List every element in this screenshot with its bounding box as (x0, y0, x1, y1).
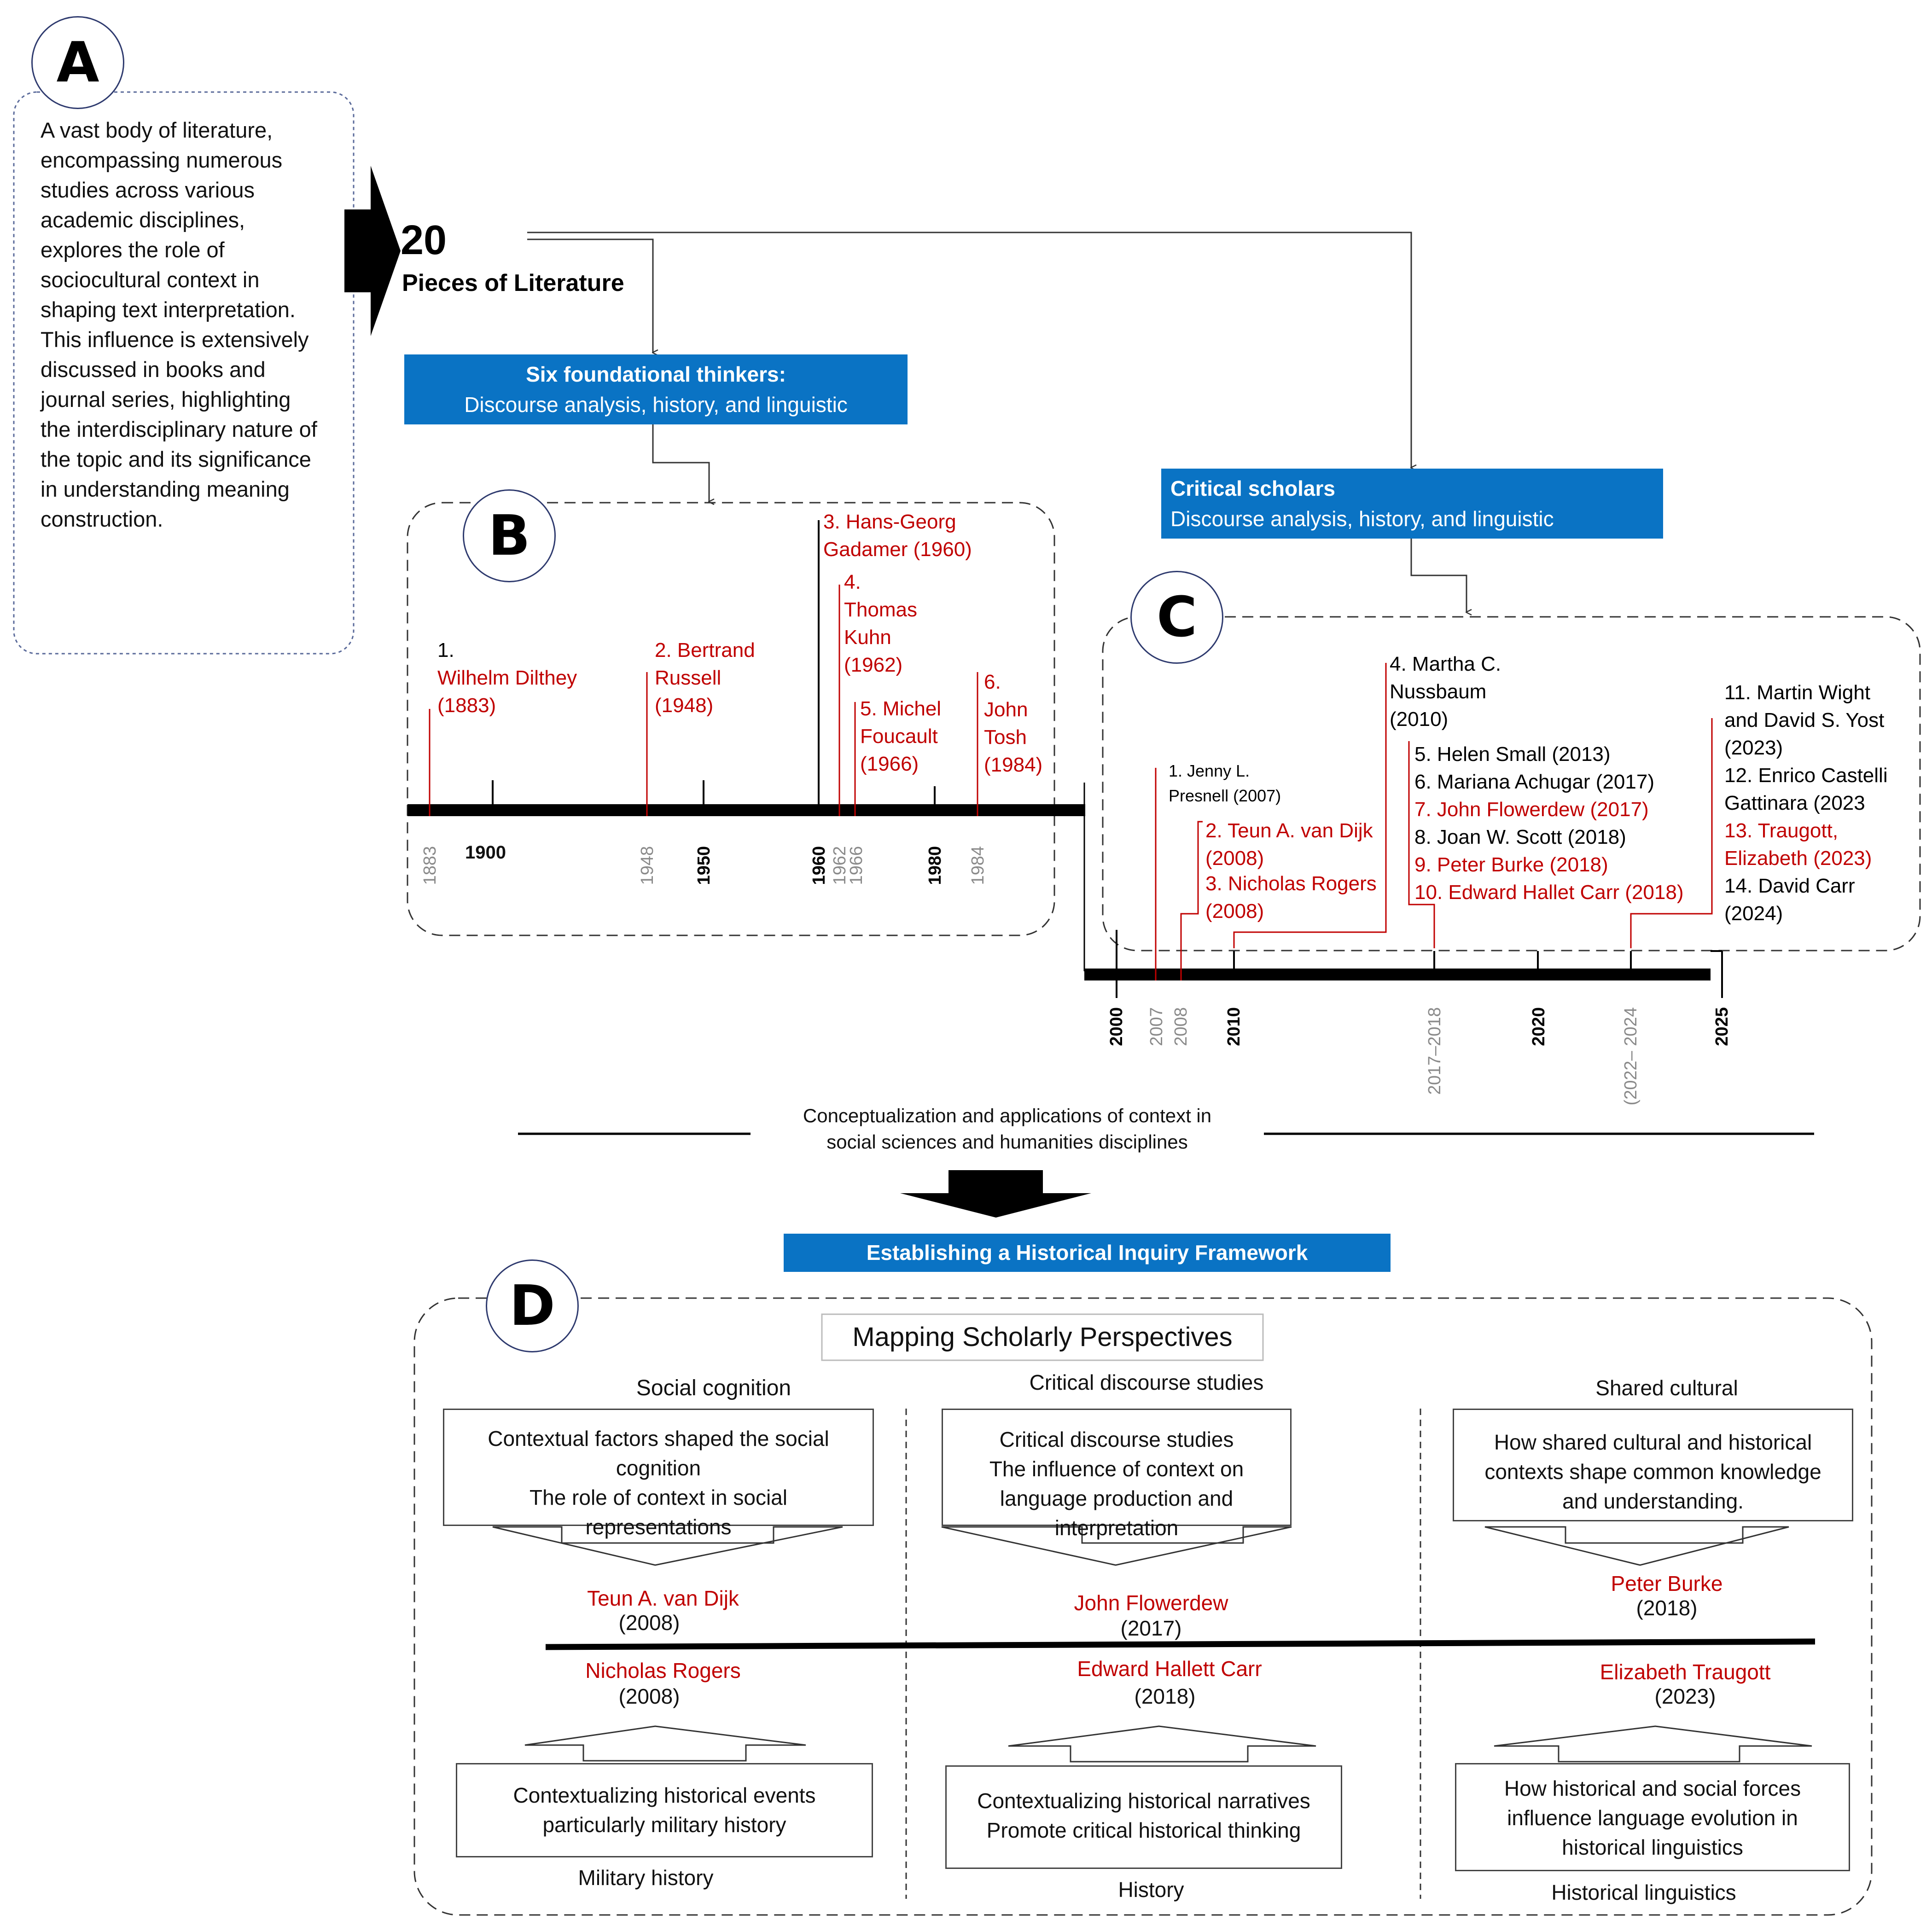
entry-gadamer: 3. Hans-Georg Gadamer (1960) (823, 511, 972, 561)
entry-rogers: 3. Nicholas Rogers (2008) (1205, 872, 1377, 922)
column-1-top-box: Contextual factors shaped the social cog… (443, 1409, 874, 1539)
axis-c-2022-2024: (2022– 2024 (1621, 1007, 1641, 1106)
column-2-bottom-year: (2018) (1134, 1684, 1196, 1708)
panel-c-box (1102, 616, 1921, 951)
mapping-title: Mapping Scholarly Perspectives (852, 1322, 1233, 1352)
literature-count: 20 (401, 217, 447, 263)
column-3-bottom-name: Elizabeth Traugott (1600, 1660, 1771, 1684)
entry-kuhn: 4. Thomas Kuhn (1962) (844, 571, 917, 676)
critical-scholars-box: Critical scholars Discourse analysis, hi… (1161, 469, 1663, 539)
column-2-bottom-box: Contextualizing historical narratives Pr… (945, 1765, 1342, 1869)
axis-b-1948: 1948 (638, 846, 657, 885)
literature-count-label: Pieces of Literature (402, 270, 624, 296)
column-1-bottom-year: (2008) (618, 1684, 680, 1708)
column-3-top-year: (2018) (1636, 1596, 1698, 1620)
panel-a-description: A vast body of literature, encompassing … (41, 118, 317, 531)
axis-c-2017-2018: 2017–2018 (1425, 1007, 1444, 1095)
column-1-bottom-box: Contextualizing historical events partic… (456, 1763, 873, 1857)
down-arrow-icon (900, 1170, 1091, 1218)
entry-presnell: 1. Jenny L. Presnell (2007) (1169, 761, 1281, 805)
column-2-top-name: John Flowerdew (1074, 1591, 1228, 1615)
axis-b-1966: 1966 (847, 846, 866, 885)
entry-group-2013-2018: 5. Helen Small (2013) 6. Mariana Achugar… (1414, 743, 1684, 904)
entry-dilthey: 1. Wilhelm Dilthey (1883) (437, 639, 577, 717)
axis-c-2000: 2000 (1107, 1007, 1126, 1046)
column-3-top-name: Peter Burke (1611, 1572, 1723, 1595)
panel-a-box (13, 91, 355, 655)
column-3-top-box: How shared cultural and historical conte… (1453, 1409, 1853, 1521)
critical-title: Critical scholars (1170, 476, 1335, 500)
axis-b-1980: 1980 (925, 846, 945, 885)
panel-b-label: B (463, 489, 556, 582)
column-2-footer: History (1118, 1878, 1184, 1902)
framework-box: Establishing a Historical Inquiry Framew… (784, 1234, 1391, 1272)
foundational-title: Six foundational thinkers: (526, 362, 786, 386)
axis-c-2025: 2025 (1712, 1007, 1732, 1046)
axis-b-1883: 1883 (420, 846, 440, 885)
critical-subtitle: Discourse analysis, history, and linguis… (1170, 507, 1554, 531)
right-arrow-icon (344, 166, 401, 336)
axis-c-2010: 2010 (1224, 1007, 1244, 1046)
entry-foucault: 5. Michel Foucault (1966) (860, 697, 942, 775)
column-heading-critical-discourse: Critical discourse studies (1029, 1370, 1264, 1394)
panel-d-divider-line (545, 1638, 1816, 1650)
axis-c-2020: 2020 (1529, 1007, 1548, 1046)
axis-b-1984: 1984 (968, 846, 988, 885)
conceptualization-caption: Conceptualization and applications of co… (803, 1105, 1212, 1153)
column-2-top-box: Critical discourse studies The influence… (942, 1409, 1292, 1540)
timeline-b-axis (407, 804, 1085, 816)
panel-d-label: D (486, 1259, 579, 1352)
column-3-bottom-box: How historical and social forces influen… (1455, 1763, 1850, 1871)
column-1-top-year: (2008) (618, 1611, 680, 1635)
panel-c-label: C (1130, 571, 1223, 664)
column-heading-shared-cultural: Shared cultural (1595, 1376, 1738, 1400)
timeline-c-axis (1084, 969, 1711, 980)
column-1-bottom-name: Nicholas Rogers (585, 1659, 741, 1682)
entry-russell: 2. Bertrand Russell (1948) (655, 639, 755, 717)
entry-tosh: 6. John Tosh (1984) (984, 671, 1043, 776)
axis-b-1900: 1900 (465, 842, 506, 863)
panel-b-box (407, 502, 1055, 936)
axis-b-1950: 1950 (694, 846, 714, 885)
foundational-thinkers-box: Six foundational thinkers: Discourse ana… (404, 354, 908, 424)
column-heading-social-cognition: Social cognition (636, 1376, 791, 1400)
column-2-bottom-name: Edward Hallett Carr (1077, 1657, 1262, 1681)
axis-b-1960: 1960 (809, 846, 829, 885)
axis-c-2007: 2007 (1147, 1007, 1166, 1046)
entry-nussbaum: 4. Martha C. Nussbaum (2010) (1390, 653, 1501, 731)
panel-d-box (413, 1297, 1873, 1916)
foundational-subtitle: Discourse analysis, history, and linguis… (464, 393, 848, 417)
column-2-top-year: (2017) (1120, 1616, 1182, 1640)
column-1-top-name: Teun A. van Dijk (587, 1586, 739, 1610)
axis-c-2008: 2008 (1171, 1007, 1191, 1046)
panel-a-label: A (31, 16, 124, 109)
column-3-bottom-year: (2023) (1654, 1684, 1716, 1708)
column-3-footer: Historical linguistics (1551, 1880, 1736, 1904)
column-1-footer: Military history (578, 1866, 714, 1890)
entry-vandijk: 2. Teun A. van Dijk (2008) (1205, 819, 1373, 870)
entry-group-2023-2024: 11. Martin Wight and David S. Yost (2023… (1724, 681, 1888, 925)
